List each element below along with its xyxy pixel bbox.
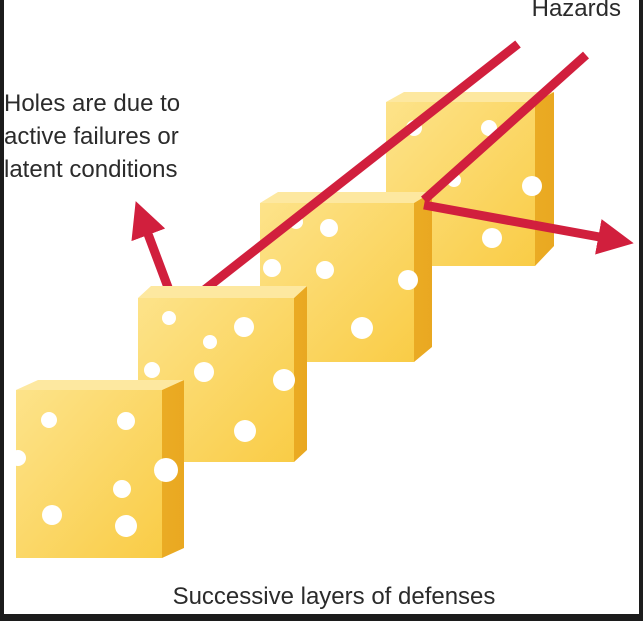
hazards-label: Hazards <box>531 0 621 22</box>
blocked-arrow <box>131 201 177 300</box>
swiss-cheese-diagram <box>10 40 634 558</box>
holes-annotation-line-1: Holes are due to <box>4 90 181 117</box>
diagram-caption: Successive layers of defenses <box>172 583 496 610</box>
hazard-trajectory-1 <box>191 40 521 302</box>
cheese-slice-1 <box>10 380 184 558</box>
hazard-arrows <box>131 40 634 302</box>
holes-annotation-line-3: latent conditions <box>4 156 178 183</box>
holes-annotation-line-2: active failures or <box>4 123 179 150</box>
diagram-canvas: Hazards Holes are due to active failures… <box>4 0 639 614</box>
penetrating-arrow <box>423 200 634 255</box>
holes-annotation: Holes are due to active failures or late… <box>4 87 180 186</box>
hazard-trajectory-2 <box>420 51 590 204</box>
